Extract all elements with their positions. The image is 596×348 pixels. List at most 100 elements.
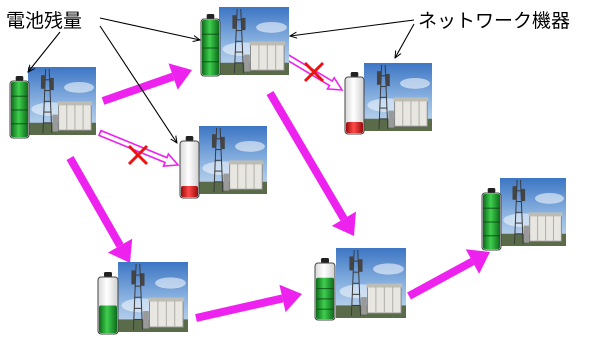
shelter-roof <box>366 283 403 288</box>
base-station-photo <box>199 126 267 194</box>
base-station-photo <box>28 67 96 135</box>
tower <box>350 249 361 316</box>
link <box>101 63 192 105</box>
node-center <box>179 126 267 199</box>
fence <box>388 110 394 128</box>
antenna <box>385 73 390 87</box>
link-shaft <box>266 90 348 221</box>
antenna <box>140 273 145 286</box>
link-shaft <box>407 258 475 300</box>
cloud <box>155 277 186 289</box>
cloud <box>235 140 265 152</box>
node-bottom-center <box>314 248 406 321</box>
link <box>66 156 133 263</box>
nodes-layer <box>9 7 566 335</box>
node-top <box>200 7 289 77</box>
link-arrowhead <box>107 238 133 263</box>
node-left <box>9 67 96 139</box>
antenna <box>521 188 526 202</box>
fence <box>361 297 367 315</box>
node-bottom-left <box>97 262 188 335</box>
cloud <box>373 263 404 275</box>
battery-pointer-to-left <box>28 31 61 72</box>
battery-terminal <box>321 258 329 263</box>
link <box>407 249 490 300</box>
failed-link <box>97 129 180 167</box>
battery-icon <box>200 14 221 77</box>
antenna <box>211 134 216 148</box>
failed-link-x-mark <box>127 144 149 166</box>
tower <box>378 64 389 129</box>
antenna <box>220 136 225 150</box>
fence <box>223 173 229 191</box>
shelter-roof <box>249 41 286 46</box>
link-shaft <box>101 72 175 105</box>
antenna <box>358 259 363 272</box>
link-arrowhead <box>168 63 192 90</box>
base-station-photo <box>118 262 188 332</box>
antenna <box>49 77 54 91</box>
battery-terminal <box>206 14 215 19</box>
shelter-roof <box>393 97 429 102</box>
battery-fill <box>346 122 363 133</box>
failed-link-arrow <box>97 129 180 167</box>
tower <box>42 68 53 133</box>
antenna <box>241 17 246 31</box>
cloud <box>400 77 430 89</box>
shelter-roof <box>528 212 563 217</box>
antenna <box>349 256 354 271</box>
battery-terminal <box>185 136 194 141</box>
link <box>266 90 356 236</box>
shelter-roof <box>228 160 264 165</box>
link-arrowhead <box>465 249 490 274</box>
link <box>195 284 302 322</box>
battery-body <box>344 76 365 135</box>
battery-level-label: 電池残量 <box>6 10 82 32</box>
antenna <box>40 75 45 89</box>
node-right <box>481 178 566 251</box>
link-arrowhead <box>279 284 302 313</box>
battery-pointer-to-center <box>99 25 177 143</box>
network-equipment-label: ネットワーク機器 <box>418 10 570 32</box>
cloud <box>534 192 565 204</box>
antenna <box>512 186 517 200</box>
tower <box>213 127 224 192</box>
fence <box>523 225 530 243</box>
battery-icon <box>97 272 119 335</box>
base-station-photo <box>336 248 406 318</box>
link-shaft <box>195 294 284 322</box>
battery-icon <box>481 188 502 251</box>
battery-terminal <box>15 76 24 81</box>
links-layer <box>66 53 490 322</box>
link-arrowhead <box>331 211 356 236</box>
battery-body <box>179 140 200 199</box>
base-station-photo <box>364 63 432 131</box>
cloud <box>256 21 287 33</box>
battery-pointer-to-top <box>99 17 200 40</box>
battery-icon <box>9 76 30 139</box>
link-shaft <box>66 156 124 248</box>
antenna <box>376 71 381 85</box>
battery-terminal <box>487 188 496 193</box>
tower <box>132 263 143 330</box>
base-station-photo <box>219 7 289 75</box>
battery-fill <box>99 305 117 333</box>
battery-icon <box>314 258 336 321</box>
cloud <box>64 81 94 93</box>
equipment-pointer-to-right <box>395 23 415 58</box>
tower <box>233 8 244 73</box>
battery-icon <box>344 72 365 135</box>
fence <box>52 114 58 132</box>
base-station-photo <box>500 178 566 246</box>
battery-terminal <box>350 72 359 77</box>
tower <box>514 179 524 244</box>
battery-fill <box>181 186 198 197</box>
fence <box>244 54 250 72</box>
pointers-layer <box>28 17 415 143</box>
fence <box>143 311 149 329</box>
shelter-roof <box>148 297 185 302</box>
battery-terminal <box>104 272 112 277</box>
failed-link-x-mark <box>303 61 325 83</box>
antenna <box>232 15 237 29</box>
